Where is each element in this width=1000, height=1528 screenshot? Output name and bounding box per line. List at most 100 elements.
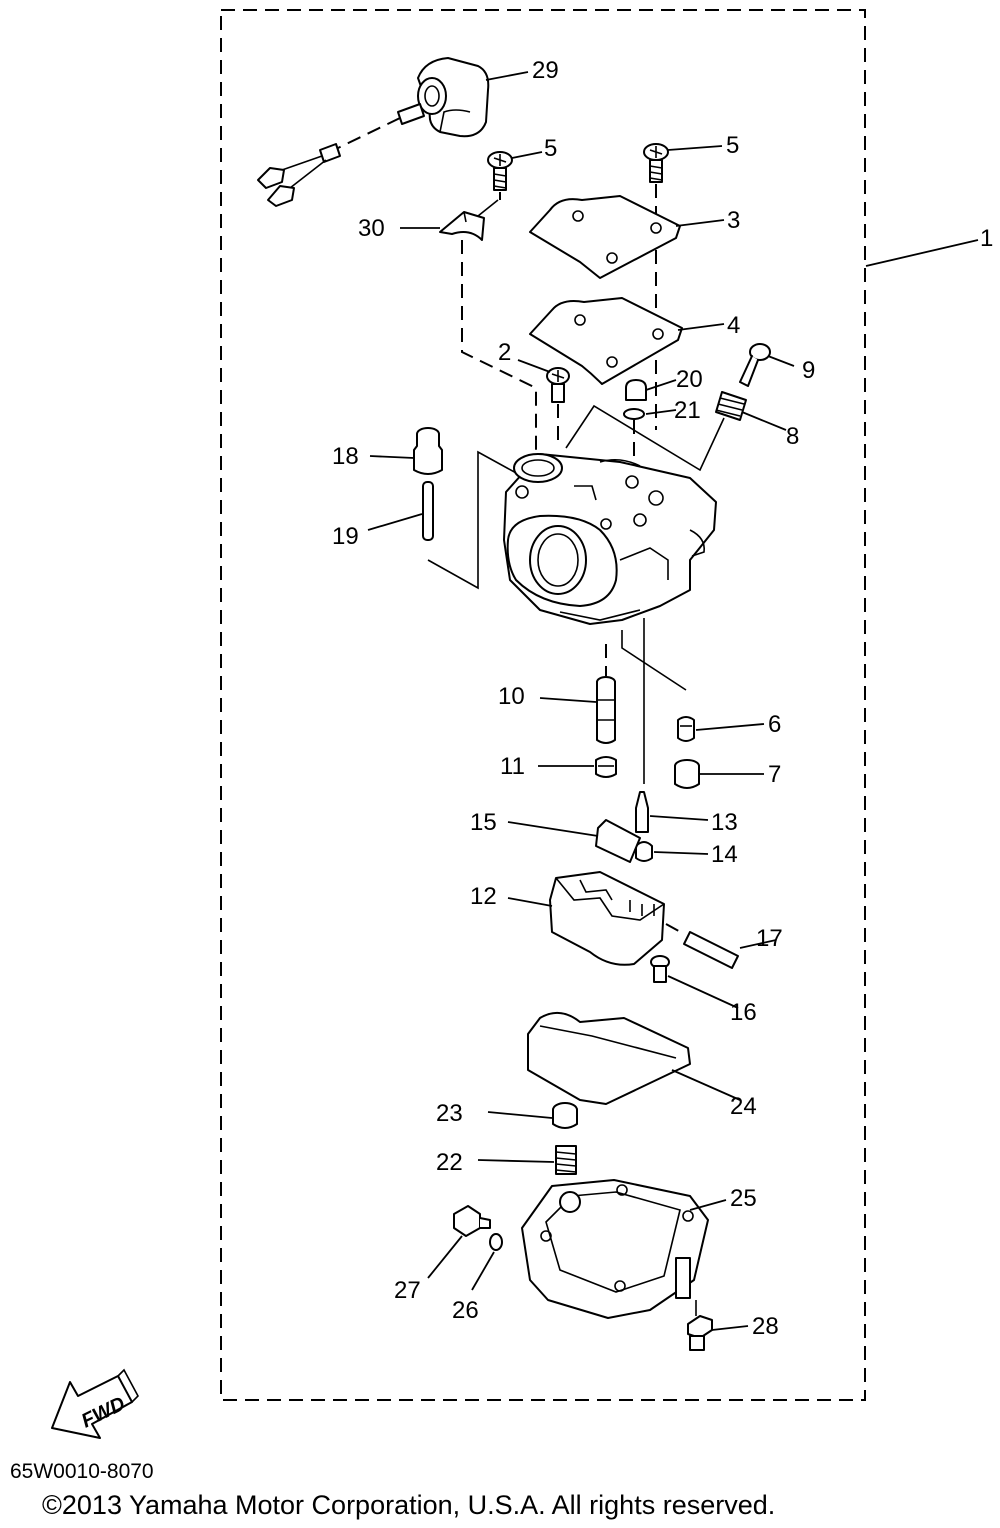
guide-line-30 — [461, 240, 537, 450]
part-6-pilot-jet — [677, 716, 695, 742]
guide-line-17 — [665, 923, 685, 935]
leader-21 — [645, 409, 677, 415]
part-label-3: 3 — [727, 207, 740, 234]
part-20-plug — [625, 379, 647, 401]
part-4-gasket — [529, 297, 683, 385]
catalog-code: 65W0010-8070 — [10, 1460, 154, 1483]
leader-3 — [675, 219, 725, 227]
leader-9 — [767, 355, 795, 367]
leader-24 — [671, 1069, 741, 1101]
part-label-12: 12 — [470, 883, 497, 910]
leader-29 — [485, 71, 529, 81]
part-label-11: 11 — [500, 753, 525, 780]
part-17-float-pin — [683, 931, 739, 969]
leader-10 — [539, 697, 597, 703]
copyright-notice: ©2013 Yamaha Motor Corporation, U.S.A. A… — [42, 1490, 775, 1520]
part-label-15: 15 — [470, 809, 497, 836]
leader-22 — [477, 1159, 555, 1163]
part-label-28: 28 — [752, 1313, 779, 1340]
leader-17 — [739, 939, 777, 949]
part-1-carburetor-body — [503, 453, 717, 625]
part-label-20: 20 — [676, 366, 703, 393]
part-label-21: 21 — [674, 397, 701, 424]
leader-12 — [507, 897, 553, 907]
leader-4 — [677, 323, 725, 331]
part-label-24: 24 — [730, 1093, 757, 1120]
part-3-gasket — [529, 195, 681, 279]
part-label-29: 29 — [532, 57, 559, 84]
leader-5-right — [667, 145, 723, 151]
part-label-27: 27 — [394, 1277, 421, 1304]
part-label-25: 25 — [730, 1185, 757, 1212]
part-label-17: 17 — [756, 925, 783, 952]
part-8-spring — [715, 391, 747, 421]
part-label-30: 30 — [358, 215, 385, 242]
leader-8 — [741, 411, 787, 431]
part-22-spring — [555, 1145, 577, 1175]
part-30-clip — [439, 199, 499, 241]
part-label-16: 16 — [730, 999, 757, 1026]
leader-19 — [367, 513, 423, 531]
part-27-drain-screw — [453, 1205, 491, 1237]
part-9-screw — [739, 343, 771, 387]
part-label-10: 10 — [498, 683, 525, 710]
fwd-arrow-icon: FWD — [51, 1368, 139, 1439]
part-13-needle-valve — [635, 791, 649, 833]
leader-28 — [711, 1325, 749, 1331]
part-11-main-jet — [595, 756, 617, 778]
part-label-2: 2 — [498, 339, 511, 366]
leader-18 — [369, 455, 415, 459]
part-label-23: 23 — [436, 1100, 463, 1127]
part-label-13: 13 — [711, 809, 738, 836]
part-5-screw-right — [643, 143, 669, 183]
part-label-7: 7 — [768, 761, 781, 788]
leader-14 — [653, 851, 709, 855]
part-label-8: 8 — [786, 423, 799, 450]
part-label-5-left: 5 — [544, 135, 557, 162]
leader-13 — [649, 815, 709, 821]
leader-23 — [487, 1111, 553, 1119]
part-18-jet — [413, 427, 443, 475]
part-7-cap — [674, 759, 700, 789]
guide-line-19 — [427, 450, 519, 590]
part-21-o-ring — [623, 408, 645, 420]
part-28-screw — [687, 1315, 713, 1351]
part-label-1: 1 — [980, 225, 993, 252]
part-23-spacer — [552, 1102, 578, 1129]
part-29-sensor-cap — [257, 57, 490, 207]
leader-16 — [667, 975, 739, 1009]
part-10-emulsion-tube — [596, 676, 616, 744]
leader-25 — [689, 1199, 727, 1211]
part-19-pin — [422, 481, 434, 541]
part-24-gasket — [527, 1011, 691, 1105]
part-15-plate — [595, 819, 641, 863]
part-2-screw — [546, 367, 570, 403]
part-label-6: 6 — [768, 711, 781, 738]
leader-6 — [695, 723, 765, 731]
part-26-washer — [489, 1233, 503, 1251]
part-16-screw — [650, 955, 670, 983]
leader-1 — [865, 239, 979, 267]
part-25-float-bowl — [521, 1179, 709, 1319]
leader-20 — [645, 379, 677, 391]
part-label-9: 9 — [802, 357, 815, 384]
part-5-screw-left — [487, 151, 513, 191]
part-12-float — [549, 871, 665, 966]
leader-26 — [471, 1251, 495, 1291]
leader-5-left — [511, 151, 543, 159]
part-label-22: 22 — [436, 1149, 463, 1176]
part-14-needle-clip — [635, 841, 653, 862]
guide-line-6 — [621, 630, 687, 691]
part-label-4: 4 — [727, 312, 740, 339]
leader-15 — [507, 821, 599, 837]
guide-line-8 — [565, 404, 725, 472]
part-label-5-right: 5 — [726, 132, 739, 159]
part-label-26: 26 — [452, 1297, 479, 1324]
part-label-18: 18 — [332, 443, 359, 470]
leader-2 — [517, 359, 551, 373]
part-label-14: 14 — [711, 841, 738, 868]
part-label-19: 19 — [332, 523, 359, 550]
leader-27 — [427, 1235, 463, 1279]
assembly-boundary — [220, 9, 866, 1401]
